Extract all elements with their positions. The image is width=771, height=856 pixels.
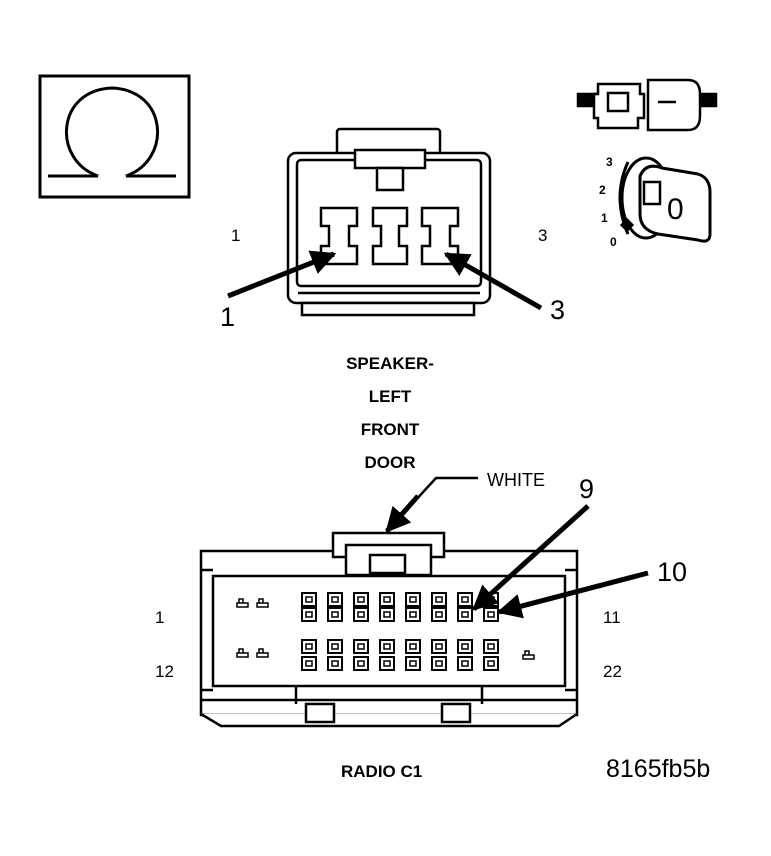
ohm-icon bbox=[38, 74, 191, 199]
switch-position-0: 0 bbox=[610, 235, 617, 249]
connector-plug-icon bbox=[576, 78, 718, 132]
radio-pin-22-label: 22 bbox=[603, 662, 622, 681]
speaker-callout-arrows bbox=[227, 250, 543, 311]
speaker-connector bbox=[286, 127, 492, 317]
speaker-callout-1: 1 bbox=[220, 302, 236, 332]
speaker-title-line-2: LEFT bbox=[368, 387, 412, 406]
figure-id: 8165fb5b bbox=[606, 755, 711, 783]
speaker-pin-3-label: 3 bbox=[538, 226, 548, 245]
speaker-title-line-1: SPEAKER- bbox=[346, 354, 434, 373]
speaker-pin-1-label: 1 bbox=[231, 226, 241, 245]
speaker-callout-3: 3 bbox=[550, 295, 566, 325]
radio-pin-12-label: 12 bbox=[155, 662, 174, 681]
radio-pin-11-label: 11 bbox=[603, 608, 621, 627]
rotary-switch-icon bbox=[618, 156, 712, 243]
radio-callout-9: 9 bbox=[579, 474, 595, 504]
radio-connector bbox=[199, 531, 579, 728]
switch-position-2: 2 bbox=[599, 183, 606, 197]
radio-callout-10: 10 bbox=[657, 557, 688, 587]
radio-connector-title: RADIO C1 bbox=[341, 762, 423, 781]
connector-color-label: WHITE bbox=[487, 470, 545, 490]
radio-pin-1-label: 1 bbox=[155, 608, 165, 627]
switch-knob-label: 0 bbox=[667, 193, 684, 226]
speaker-title-line-4: DOOR bbox=[364, 453, 416, 472]
switch-position-3: 3 bbox=[606, 155, 613, 169]
speaker-title-line-3: FRONT bbox=[360, 420, 420, 439]
radio-callout-arrows bbox=[385, 476, 649, 619]
switch-position-1: 1 bbox=[601, 211, 608, 225]
